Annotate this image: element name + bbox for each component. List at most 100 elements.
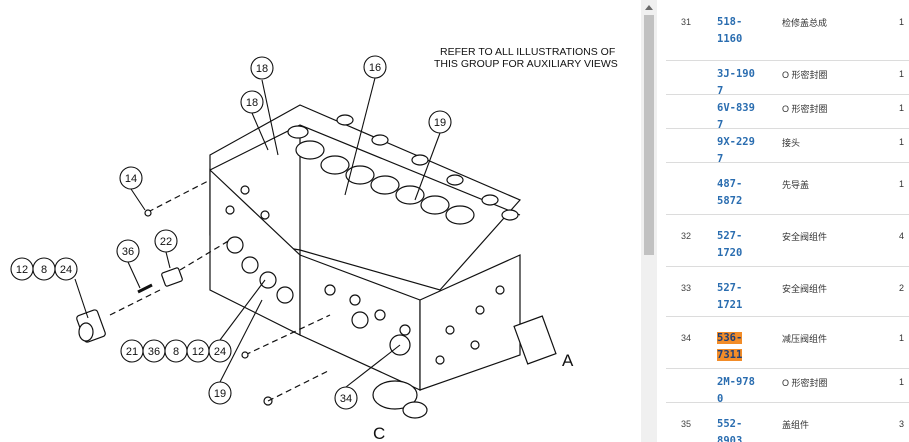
- callout-19-top: 19: [414, 110, 452, 201]
- part-number-link[interactable]: 518- 1160: [717, 14, 761, 48]
- parts-row: 2M-9780 O 形密封圈 1: [666, 368, 909, 405]
- row-index: 33: [681, 283, 692, 293]
- callout-18-a: 18: [250, 56, 279, 156]
- part-number-line-1: 527-: [717, 230, 743, 242]
- part-name: 先导盖: [782, 180, 810, 190]
- row-index: 34: [681, 333, 692, 343]
- parts-row: 33 527-1721 安全阀组件 2: [666, 266, 909, 317]
- callout-label: 16: [369, 62, 381, 74]
- parts-row: 34 536- 7311 减压阀组件 1: [666, 316, 909, 369]
- part-number-line-1: 552-: [717, 418, 743, 430]
- parts-row: 35 552- 8903 盖组件 3: [666, 402, 909, 442]
- callout-label: 14: [125, 173, 137, 185]
- callout-14: 14: [119, 166, 146, 211]
- part-name: 检修盖总成: [782, 18, 828, 28]
- parts-row: 9X-2297 接头 1: [666, 128, 909, 165]
- part-number-line-1: 9X-2297: [717, 136, 755, 165]
- row-index: 35: [681, 419, 692, 429]
- part-number-line-1: 6V-8397: [717, 102, 755, 131]
- part-number-line-1: 2M-9780: [717, 376, 755, 405]
- part-quantity: 1: [899, 103, 905, 113]
- part-number-link[interactable]: 552- 8903: [717, 416, 761, 442]
- part-quantity: 2: [899, 283, 905, 293]
- parts-row: 6V-8397 O 形密封圈 1: [666, 94, 909, 131]
- scroll-thumb[interactable]: [644, 15, 654, 255]
- callout-34: 34: [334, 344, 401, 410]
- callout-21-36-8-12-24-group: 21 36 8 12 24: [120, 279, 266, 363]
- callout-label: 24: [214, 346, 226, 358]
- part-quantity: 1: [899, 333, 905, 343]
- row-index: 32: [681, 231, 692, 241]
- parts-row: 32 527- 1720 安全阀组件 4: [666, 214, 909, 267]
- callout-16: 16: [344, 55, 387, 196]
- part-quantity: 1: [899, 137, 905, 147]
- part-name: O 形密封圈: [782, 104, 828, 114]
- part-number-link[interactable]: 527- 1720: [717, 228, 761, 262]
- part-name: 盖组件: [782, 420, 810, 430]
- view-label-a: A: [562, 351, 574, 370]
- part-number-link[interactable]: 6V-8397: [717, 100, 761, 134]
- callouts: 18 18 16 19 14 22 36 12 8 24 21 36 8 12 …: [10, 55, 452, 410]
- callout-label: 8: [41, 264, 47, 276]
- vertical-scrollbar[interactable]: [641, 0, 657, 442]
- part-number-line-1: 527-: [717, 282, 743, 294]
- view-label-c: C: [373, 424, 385, 442]
- part-quantity: 1: [899, 17, 905, 27]
- part-number-line-2: 1720: [717, 247, 743, 259]
- callout-label: 36: [122, 246, 134, 258]
- exploded-parts-drawing: [76, 179, 331, 406]
- scroll-up-arrow-icon[interactable]: [641, 0, 657, 14]
- part-number-line-2: 1160: [717, 33, 743, 45]
- callout-label: 36: [148, 346, 160, 358]
- part-quantity: 3: [899, 419, 905, 429]
- callout-label: 18: [246, 97, 258, 109]
- part-name: O 形密封圈: [782, 70, 828, 80]
- callout-label: 19: [434, 117, 446, 129]
- part-number-link[interactable]: 9X-2297: [717, 134, 761, 168]
- parts-row: 487- 5872 先导盖 1: [666, 162, 909, 215]
- part-number-line-1: 518-: [717, 16, 743, 28]
- callout-label: 18: [256, 63, 268, 75]
- part-name: 减压阀组件: [782, 334, 828, 344]
- parts-row: 3J-1907 O 形密封圈 1: [666, 60, 909, 97]
- callout-label: 19: [214, 388, 226, 400]
- callout-label: 12: [192, 346, 204, 358]
- callout-19-bottom: 19: [208, 299, 263, 405]
- part-number-line-1: 3J-1907: [717, 68, 755, 97]
- part-number-link[interactable]: 487- 5872: [717, 176, 761, 210]
- part-number-link[interactable]: 2M-9780: [717, 374, 761, 408]
- callout-label: 21: [126, 346, 138, 358]
- callout-36: 36: [116, 239, 141, 289]
- callout-label: 24: [60, 264, 72, 276]
- part-number-line-2: 7311: [717, 349, 743, 361]
- illustration-note-1: REFER TO ALL ILLUSTRATIONS OF: [440, 46, 615, 58]
- part-name: 安全阀组件: [782, 284, 828, 294]
- callout-label: 8: [173, 346, 179, 358]
- part-number-line-2: 5872: [717, 195, 743, 207]
- part-number-link[interactable]: 536- 7311: [717, 330, 761, 364]
- row-index: 31: [681, 17, 692, 27]
- callout-label: 12: [16, 264, 28, 276]
- illustration-note-2: THIS GROUP FOR AUXILIARY VIEWS: [434, 58, 618, 70]
- part-quantity: 1: [899, 69, 905, 79]
- parts-illustration: REFER TO ALL ILLUSTRATIONS OF THIS GROUP…: [10, 46, 618, 442]
- part-number-line-1: 536-: [717, 332, 743, 344]
- part-name: 接头: [782, 138, 801, 148]
- part-name: 安全阀组件: [782, 232, 828, 242]
- valve-block-drawing: [209, 104, 557, 419]
- part-number-link[interactable]: 527-1721: [717, 280, 761, 314]
- part-number-line-1: 487-: [717, 178, 743, 190]
- callout-label: 22: [160, 236, 172, 248]
- callout-22: 22: [154, 229, 178, 269]
- callout-label: 34: [340, 393, 352, 405]
- parts-row: 31 518- 1160 检修盖总成 1: [666, 0, 909, 61]
- part-quantity: 4: [899, 231, 905, 241]
- callout-18-b: 18: [240, 90, 269, 151]
- part-number-link[interactable]: 3J-1907: [717, 66, 761, 100]
- part-quantity: 1: [899, 179, 905, 189]
- part-quantity: 1: [899, 377, 905, 387]
- part-number-line-2: 8903: [717, 435, 743, 442]
- callout-12-8-24-group: 12 8 24: [10, 257, 89, 319]
- part-name: O 形密封圈: [782, 378, 828, 388]
